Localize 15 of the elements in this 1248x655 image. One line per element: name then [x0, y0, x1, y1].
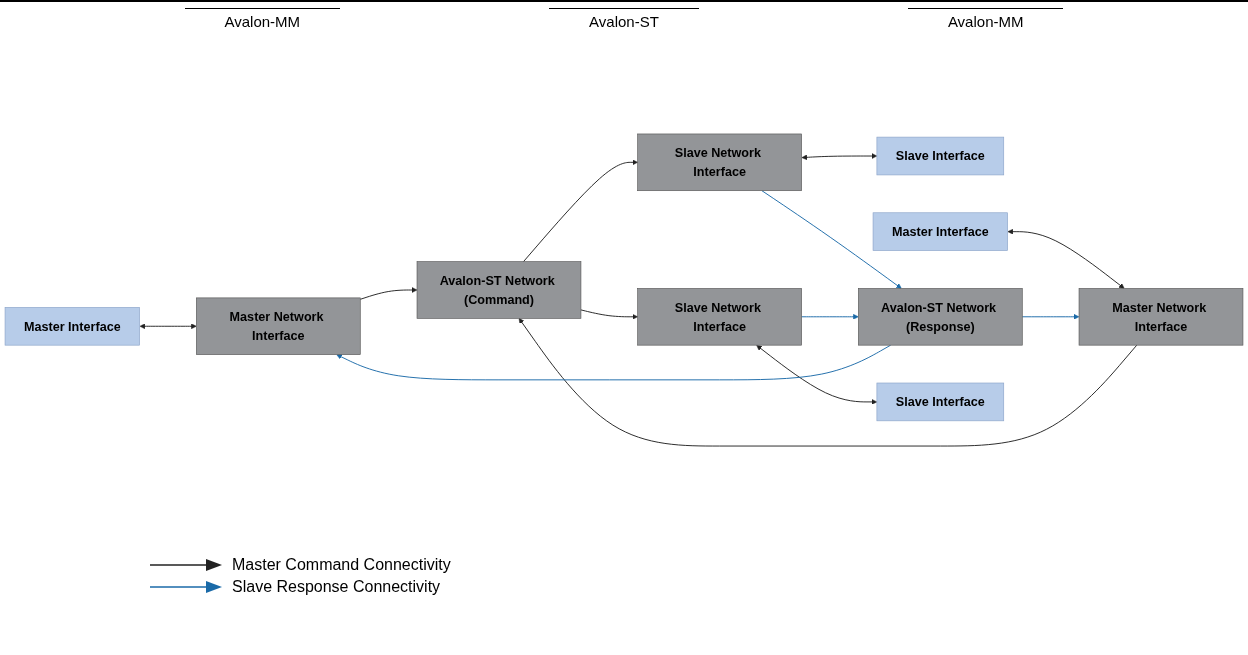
node-box: Avalon-ST Network (Response) [858, 288, 1023, 346]
node-box: Slave Network Interface [637, 133, 802, 191]
node-box: Slave Network Interface [637, 288, 802, 346]
legend-text: Slave Response Connectivity [232, 578, 441, 596]
bus-label: Avalon-MM [907, 8, 1064, 30]
node-box: Master Network Interface [1078, 288, 1244, 346]
node-box: Avalon-ST Network (Command) [416, 261, 582, 319]
node-box: Master Interface [4, 307, 140, 346]
legend-text: Master Command Connectivity [232, 556, 451, 574]
node-box: Master Network Interface [196, 297, 361, 355]
node-box: Slave Interface [876, 136, 1005, 176]
node-box: Master Interface [872, 212, 1008, 251]
bus-label: Avalon-MM [184, 8, 341, 30]
bus-label: Avalon-ST [549, 8, 699, 30]
node-box: Slave Interface [876, 382, 1005, 422]
